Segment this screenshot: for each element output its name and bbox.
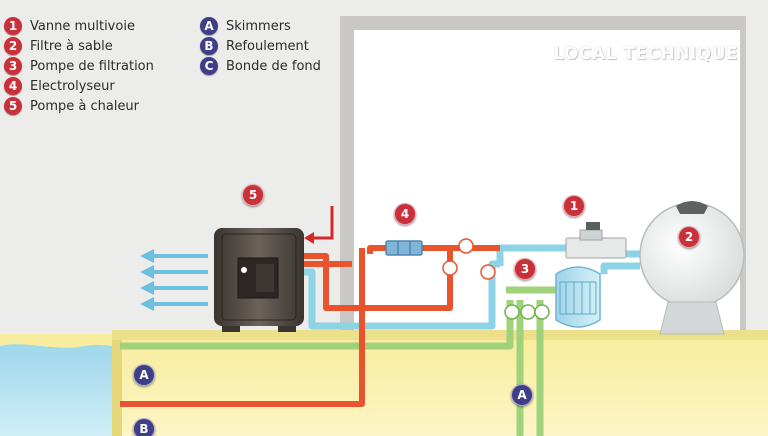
legend-label: Pompe de filtration [30,58,154,74]
sand-filter-tank [639,201,745,335]
legend-badge: B [200,37,218,55]
legend-label: Skimmers [226,18,291,34]
electrolyser-marker: 4 [394,203,416,225]
heat-pump-unit [214,228,304,332]
heat-exhaust-arrows [140,249,208,311]
electrolyser [385,240,423,256]
legend-item-vanne-multivoie: 1 Vanne multivoie [4,16,135,36]
filtration-pump-marker: 3 [514,258,536,280]
legend-item-refoulement: B Refoulement [200,36,309,56]
return-valves [442,238,496,280]
legend-badge: 4 [4,77,22,95]
multiport-valve [565,222,627,259]
legend-item-skimmers: A Skimmers [200,16,291,36]
suction-valves [504,304,550,320]
sand-filter-marker: 2 [678,226,700,248]
legend-label: Bonde de fond [226,58,321,74]
legend-badge: 3 [4,57,22,75]
return-outlet-marker: B [133,418,155,436]
legend-badge: C [200,57,218,75]
pool-wall [112,340,122,436]
skimmer-pipe-marker: A [511,384,533,406]
legend-badge: 1 [4,17,22,35]
legend-badge: 2 [4,37,22,55]
filtration-pump [555,266,601,328]
skimmer-inlet-marker: A [133,364,155,386]
legend-label: Vanne multivoie [30,18,135,34]
heat-inlet-arrow [312,206,334,240]
legend-label: Pompe à chaleur [30,98,140,114]
legend-item-filtre-a-sable: 2 Filtre à sable [4,36,113,56]
multiport-valve-marker: 1 [563,195,585,217]
legend-label: Electrolyseur [30,78,115,94]
ground [0,334,768,436]
room-label: LOCAL TECHNIQUE [553,44,738,64]
legend-badge: A [200,17,218,35]
ground-edge [112,330,768,340]
legend-item-pompe-a-chaleur: 5 Pompe à chaleur [4,96,139,116]
legend-item-bonde-de-fond: C Bonde de fond [200,56,321,76]
legend-label: Refoulement [226,38,309,54]
legend-badge: 5 [4,97,22,115]
heat-pump-marker: 5 [242,184,264,206]
legend-item-pompe-de-filtration: 3 Pompe de filtration [4,56,154,76]
legend-item-electrolyseur: 4 Electrolyseur [4,76,115,96]
legend-label: Filtre à sable [30,38,113,54]
pool-water [0,344,120,436]
